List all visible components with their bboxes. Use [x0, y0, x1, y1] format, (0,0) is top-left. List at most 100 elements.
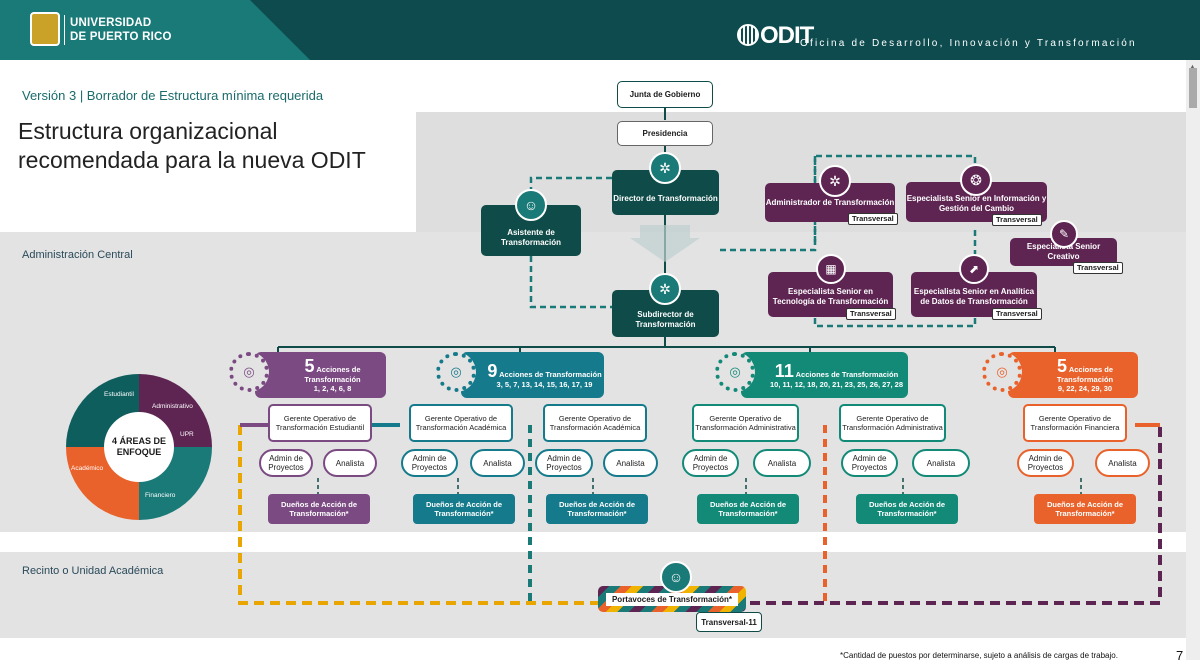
- analista-pill[interactable]: Analista: [603, 449, 658, 477]
- duenos-accion-box[interactable]: Dueños de Acción de Transformación*: [268, 494, 370, 524]
- junta-box[interactable]: Junta de Gobierno: [617, 81, 713, 108]
- version-label: Versión 3 | Borrador de Estructura mínim…: [22, 88, 324, 103]
- admin-proyectos-pill[interactable]: Admin de Proyectos: [535, 449, 593, 477]
- section-recinto-label: Recinto o Unidad Académica: [22, 565, 164, 577]
- asistente-person-icon: ☺: [515, 189, 547, 221]
- odit-logo-label: ODIT: [760, 22, 814, 49]
- footnote: *Cantidad de puestos por determinarse, s…: [840, 651, 1118, 660]
- page-number: 7: [1176, 648, 1184, 663]
- action-group-financiera[interactable]: 5 Acciones de Transformación 9, 22, 24, …: [1008, 352, 1138, 398]
- action-group-administrativa[interactable]: 11 Acciones de Transformación 10, 11, 12…: [741, 352, 908, 398]
- director-network-icon: ✲: [649, 152, 681, 184]
- duenos-label: Dueños de Acción de Transformación*: [869, 500, 945, 518]
- gerente-financiera[interactable]: Gerente Operativo de Transformación Fina…: [1023, 404, 1127, 442]
- analista-pill[interactable]: Analista: [912, 449, 970, 477]
- esp-info-brain-icon: ❂: [960, 164, 992, 196]
- admin-proyectos-label: Admin de Proyectos: [1027, 454, 1064, 472]
- duenos-label: Dueños de Acción de Transformación*: [710, 500, 786, 518]
- gear-globe-icon: ◎: [436, 352, 476, 392]
- subdirector-network-icon: ✲: [649, 273, 681, 305]
- gerente-label: Gerente Operativo de Transformación Acad…: [415, 414, 507, 432]
- areas-enfoque-center: 4 ÁREAS DE ENFOQUE: [104, 412, 174, 482]
- gear-globe-icon: ◎: [229, 352, 269, 392]
- transversal-badge: Transversal: [846, 308, 896, 320]
- portavoces-transversal-badge: Transversal-11: [696, 612, 762, 632]
- area-administrativo-label: Administrativo: [152, 403, 193, 410]
- analista-label: Analista: [335, 458, 365, 468]
- duenos-label: Dueños de Acción de Transformación*: [1047, 500, 1123, 518]
- esp-tecnologia-label: Especialista Senior en Tecnología de Tra…: [772, 287, 889, 306]
- action-items: 3, 5, 7, 13, 14, 15, 16, 17, 19: [496, 379, 593, 389]
- esp-tecnologia-box[interactable]: Especialista Senior en Tecnología de Tra…: [768, 272, 893, 317]
- admin-proyectos-pill[interactable]: Admin de Proyectos: [259, 449, 313, 477]
- analista-label: Analista: [926, 458, 956, 468]
- gerente-label: Gerente Operativo de Transformación Fina…: [1030, 414, 1120, 432]
- admin-proyectos-label: Admin de Proyectos: [692, 454, 729, 472]
- gerente-administrativa-2[interactable]: Gerente Operativo de Transformación Admi…: [839, 404, 946, 442]
- action-count: 11: [774, 360, 794, 381]
- duenos-label: Dueños de Acción de Transformación*: [559, 500, 635, 518]
- gerente-label: Gerente Operativo de Transformación Acad…: [549, 414, 641, 432]
- admin-proyectos-pill[interactable]: Admin de Proyectos: [1017, 449, 1074, 477]
- admin-proyectos-label: Admin de Proyectos: [268, 454, 304, 472]
- header-divider: [64, 15, 65, 45]
- gerente-label: Gerente Operativo de Transformación Admi…: [695, 414, 796, 432]
- transversal-badge: Transversal: [992, 214, 1042, 226]
- analista-pill[interactable]: Analista: [753, 449, 811, 477]
- esp-analitica-chart-icon: ⬈: [959, 254, 989, 284]
- portavoces-label: Portavoces de Transformación*: [606, 593, 738, 606]
- analista-pill[interactable]: Analista: [470, 449, 525, 477]
- admin-proyectos-label: Admin de Proyectos: [851, 454, 888, 472]
- admin-proyectos-pill[interactable]: Admin de Proyectos: [841, 449, 898, 477]
- scroll-up-icon[interactable]: ▲: [1188, 62, 1197, 72]
- analista-pill[interactable]: Analista: [323, 449, 377, 477]
- duenos-accion-box[interactable]: Dueños de Acción de Transformación*: [413, 494, 515, 524]
- gerente-administrativa-1[interactable]: Gerente Operativo de Transformación Admi…: [692, 404, 799, 442]
- gear-globe-icon: ◎: [715, 352, 755, 392]
- admin-proyectos-pill[interactable]: Admin de Proyectos: [401, 449, 458, 477]
- university-seal-icon: [30, 12, 60, 46]
- action-group-estudiantil[interactable]: 5 Acciones de Transformación 1, 2, 4, 6,…: [255, 352, 386, 398]
- junta-label: Junta de Gobierno: [629, 89, 701, 99]
- admin-proyectos-pill[interactable]: Admin de Proyectos: [682, 449, 739, 477]
- section-central-label: Administración Central: [22, 249, 133, 261]
- analista-label: Analista: [616, 458, 645, 468]
- analista-label: Analista: [767, 458, 797, 468]
- transversal-badge: Transversal: [848, 213, 898, 225]
- admin-proyectos-label: Admin de Proyectos: [411, 454, 448, 472]
- duenos-accion-box[interactable]: Dueños de Acción de Transformación*: [1034, 494, 1136, 524]
- scrollbar[interactable]: [1186, 60, 1200, 660]
- presidencia-box[interactable]: Presidencia: [617, 121, 713, 146]
- esp-info-label: Especialista Senior en Información y Ges…: [906, 194, 1047, 213]
- scrollbar-thumb[interactable]: [1189, 68, 1197, 108]
- gerente-academica-1[interactable]: Gerente Operativo de Transformación Acad…: [409, 404, 513, 442]
- action-count: 5: [304, 356, 315, 376]
- action-items: 1, 2, 4, 6, 8: [313, 384, 352, 393]
- gear-globe-icon: ◎: [982, 352, 1022, 392]
- areas-center-label: 4 ÁREAS DE ENFOQUE: [111, 436, 166, 457]
- action-title: Acciones de Transformación: [304, 365, 361, 384]
- duenos-accion-box[interactable]: Dueños de Acción de Transformación*: [546, 494, 648, 524]
- action-count: 9: [487, 360, 498, 381]
- admin-network-icon: ✲: [819, 165, 851, 197]
- upr-logo-label: UPR: [180, 431, 194, 438]
- duenos-accion-box[interactable]: Dueños de Acción de Transformación*: [856, 494, 958, 524]
- gerente-academica-2[interactable]: Gerente Operativo de Transformación Acad…: [543, 404, 647, 442]
- portavoces-people-icon: ☺: [660, 561, 692, 593]
- university-name-line1: UNIVERSIDAD: [70, 17, 152, 29]
- gerente-estudiantil[interactable]: Gerente Operativo de Transformación Estu…: [268, 404, 372, 442]
- university-name-line2: DE PUERTO RICO: [70, 31, 172, 43]
- esp-creativo-icon: ✎: [1050, 220, 1078, 248]
- title-panel: [0, 112, 416, 230]
- page-title: Estructura organizacional recomendada pa…: [18, 118, 366, 173]
- transversal-badge: Transversal: [1073, 262, 1123, 274]
- analista-label: Analista: [483, 458, 512, 468]
- action-group-academica[interactable]: 9 Acciones de Transformación 3, 5, 7, 13…: [461, 352, 604, 398]
- odit-full-name: Oficina de Desarrollo, Innovación y Tran…: [800, 38, 1137, 49]
- gerente-label: Gerente Operativo de Transformación Estu…: [275, 414, 365, 432]
- action-items: 9, 22, 24, 29, 30: [1057, 384, 1113, 393]
- analista-pill[interactable]: Analista: [1095, 449, 1150, 477]
- area-estudiantil-label: Estudiantil: [104, 391, 134, 398]
- duenos-accion-box[interactable]: Dueños de Acción de Transformación*: [697, 494, 799, 524]
